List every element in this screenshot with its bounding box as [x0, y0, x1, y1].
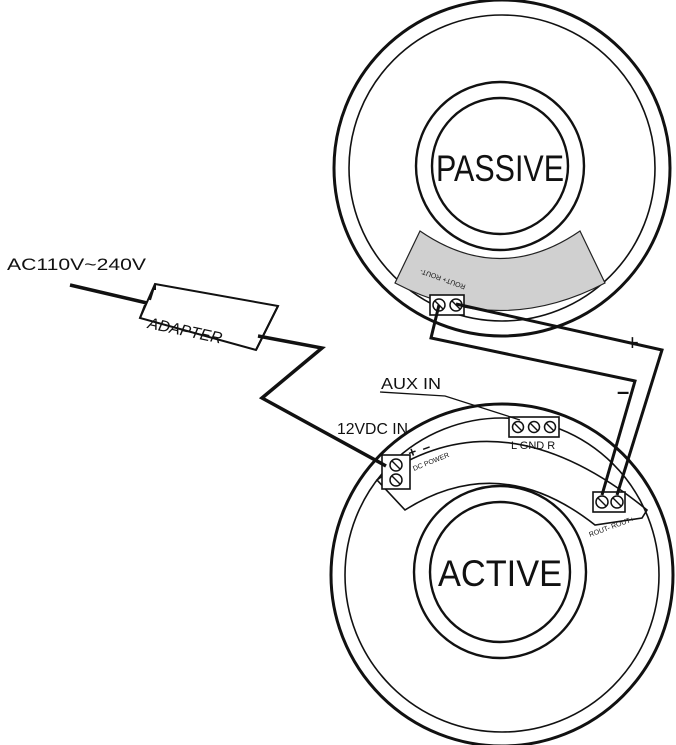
active-speaker-inner-ring — [344, 417, 660, 733]
aux-leader-line — [379, 391, 521, 421]
active-speaker-cone-outer — [412, 484, 588, 660]
speaker-wire-negative — [429, 304, 637, 496]
passive-label: PASSIVE — [436, 148, 564, 189]
dc-power-text: DC POWER — [412, 452, 450, 473]
dc-power-minus: – — [420, 438, 433, 456]
aux-terminal-block — [508, 416, 560, 438]
active-speaker: + – DC POWER L GND R ROUT- ROUT+ ACTIVE — [329, 402, 675, 745]
active-out-terminal-block — [592, 491, 626, 513]
ac-input-label: AC110V~240V — [7, 255, 147, 274]
speaker-wire-positive — [455, 302, 664, 496]
negative-wire-label: – — [617, 379, 629, 404]
dc-power-terminal-block — [381, 454, 411, 490]
active-speaker-outer-ring — [329, 402, 675, 745]
adapter-label: ADAPTER — [145, 315, 224, 348]
passive-speaker-outer-ring — [332, 0, 672, 338]
passive-speaker-cone-inner — [430, 96, 570, 236]
passive-speaker-cone-outer — [414, 80, 586, 252]
active-label: ACTIVE — [438, 553, 562, 594]
aux-in-label: AUX IN — [381, 376, 441, 393]
active-terminal-band — [375, 440, 649, 526]
passive-speaker-inner-ring — [348, 14, 656, 322]
passive-speaker: ROUT+ ROUT- PASSIVE — [332, 0, 672, 338]
adapter-edge — [139, 304, 279, 351]
active-speaker-cone-inner — [428, 500, 572, 644]
active-out-terminal-text: ROUT- ROUT+ — [588, 516, 635, 539]
aux-terminal-text: L GND R — [511, 440, 555, 452]
adapter: ADAPTER — [138, 282, 280, 352]
ac-mains-cord — [69, 283, 148, 305]
dc-power-cable — [257, 334, 387, 468]
positive-wire-label: + — [626, 330, 639, 355]
dc-input-label: 12VDC IN — [337, 421, 408, 438]
